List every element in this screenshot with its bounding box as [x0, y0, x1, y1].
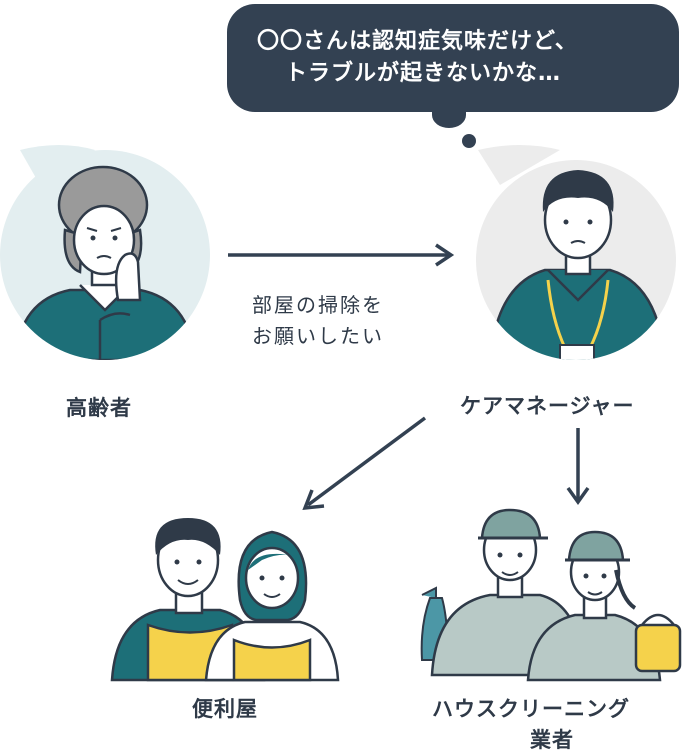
cleaning-label-line2: 業者	[530, 724, 574, 754]
house-cleaning-illustration	[422, 510, 680, 680]
request-line2: お願いしたい	[252, 321, 384, 352]
handyman-label: 便利屋	[192, 693, 258, 723]
arrow-manager-to-handyman	[305, 418, 425, 508]
cleaning-label-line1: ハウスクリーニング	[432, 693, 630, 723]
care-manager-illustration	[476, 145, 676, 367]
request-line1: 部屋の掃除を	[252, 290, 384, 321]
elderly-person-illustration	[0, 145, 210, 360]
arrow-elderly-to-manager	[228, 245, 451, 265]
handyman-illustration	[112, 518, 338, 680]
arrow-manager-to-cleaning	[568, 428, 588, 502]
request-text: 部屋の掃除を お願いしたい	[252, 290, 384, 352]
care-manager-label: ケアマネージャー	[460, 390, 635, 420]
elderly-label: 高齢者	[66, 392, 132, 422]
